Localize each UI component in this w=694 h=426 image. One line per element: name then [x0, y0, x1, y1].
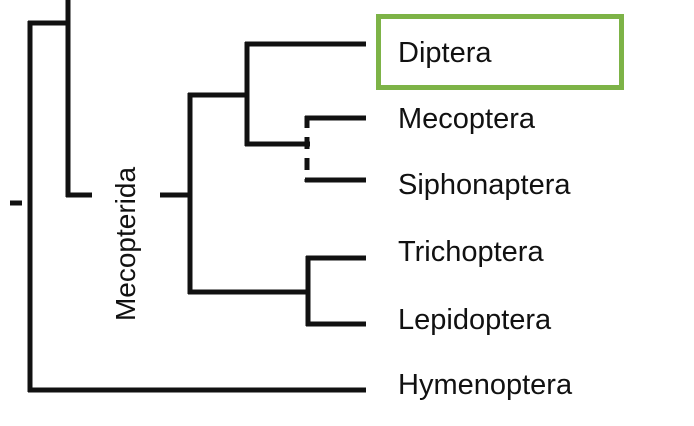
- taxon-mecoptera: Mecoptera: [398, 103, 536, 135]
- taxon-lepidoptera: Lepidoptera: [398, 304, 552, 336]
- diptera-highlight-box: [376, 14, 624, 90]
- taxon-siphonaptera: Siphonaptera: [398, 169, 571, 201]
- taxon-diptera: Diptera: [398, 37, 492, 69]
- taxon-hymenoptera: Hymenoptera: [398, 369, 573, 401]
- clade-label-mecopterida: Mecopterida: [110, 166, 141, 322]
- taxon-trichoptera: Trichoptera: [398, 236, 544, 268]
